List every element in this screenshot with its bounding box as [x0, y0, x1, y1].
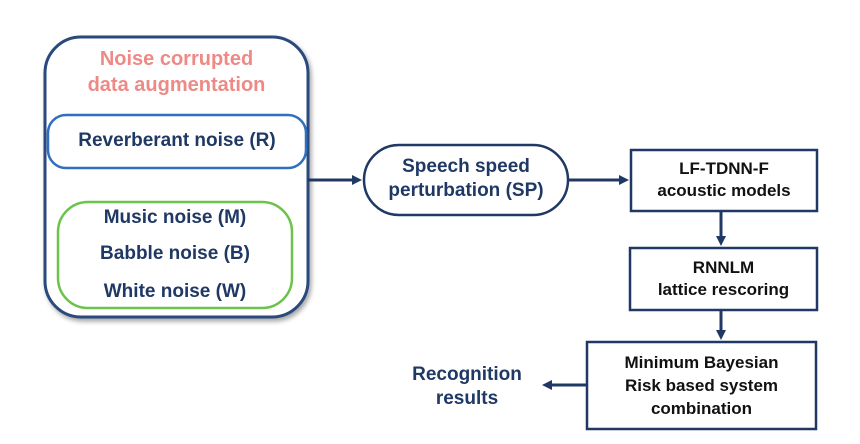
acoustic-models-line2: acoustic models [657, 181, 791, 200]
acoustic-models-label: LF-TDNN-F acoustic models [631, 158, 817, 202]
rnnlm-box [628, 246, 819, 312]
additive-noise-group-box [56, 200, 294, 310]
acoustic-models-line1: LF-TDNN-F [679, 159, 769, 178]
reverberant-noise-label: Reverberant noise (R) [78, 130, 276, 151]
combination-line1: Minimum Bayesian [624, 353, 779, 372]
speed-perturbation-line2: perturbation (SP) [388, 180, 544, 201]
speed-perturbation-line1: Speech speed [402, 156, 530, 177]
rnnlm-line2: lattice rescoring [657, 280, 790, 299]
recognition-results-line2: results [435, 388, 499, 409]
recognition-results-label: Recognition results [392, 363, 542, 411]
augmentation-title-line1: Noise corrupted [99, 48, 254, 70]
reverberant-noise-box [46, 113, 308, 170]
recognition-results-line1: Recognition [412, 364, 522, 385]
augmentation-title-line2: data augmentation [87, 74, 266, 96]
combination-line3: combination [650, 399, 753, 418]
combination-box [585, 340, 818, 431]
music-noise-label: Music noise (M) [103, 207, 247, 228]
rnnlm-line1: RNNLM [692, 258, 755, 277]
white-noise-label: White noise (W) [103, 281, 247, 302]
rnnlm-label: RNNLM lattice rescoring [630, 257, 817, 301]
acoustic-models-box [629, 148, 819, 213]
augmentation-group-box [43, 35, 310, 319]
augmentation-title: Noise corrupted data augmentation [45, 46, 308, 98]
combination-line2: Risk based system [624, 376, 779, 395]
speed-perturbation-label: Speech speed perturbation (SP) [364, 155, 568, 203]
combination-label: Minimum Bayesian Risk based system combi… [587, 351, 816, 420]
babble-noise-label: Babble noise (B) [100, 243, 250, 264]
